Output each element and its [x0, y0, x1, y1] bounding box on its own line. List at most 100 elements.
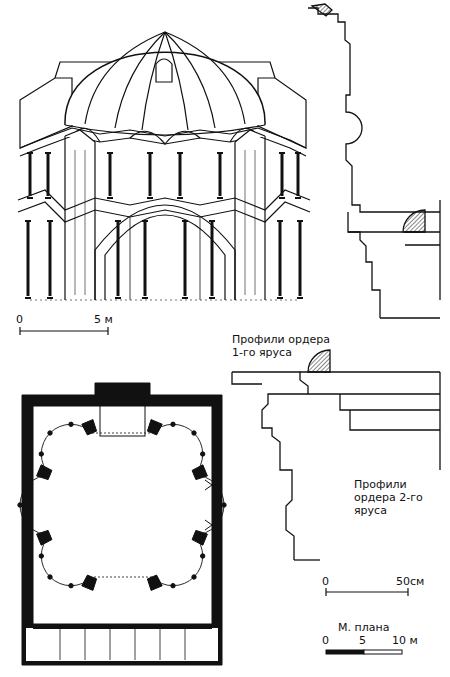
column-capital: [217, 152, 223, 154]
scale-bar: [326, 588, 408, 596]
exedra: [152, 535, 203, 586]
caption-label: Профили ордера 2-го яруса: [354, 478, 436, 517]
order-profile: [308, 4, 440, 318]
column-base: [277, 297, 283, 299]
column-base: [115, 297, 121, 299]
column-base: [209, 297, 215, 299]
column-base: [45, 197, 51, 199]
exedra: [41, 535, 92, 586]
column-base: [47, 297, 53, 299]
column: [219, 154, 222, 196]
column: [29, 154, 32, 196]
column-capital: [182, 220, 188, 222]
column-dot: [222, 503, 226, 507]
pier: [82, 575, 97, 590]
column: [211, 222, 214, 296]
column-base: [107, 197, 113, 199]
pier: [37, 465, 52, 480]
colonnade: [92, 577, 152, 578]
column: [47, 154, 50, 196]
pier: [82, 420, 97, 435]
column-base: [279, 197, 285, 199]
column-dot: [39, 452, 43, 456]
column-dot: [27, 482, 31, 486]
column-capital: [297, 220, 303, 222]
column: [297, 154, 300, 196]
column-capital: [115, 220, 121, 222]
column: [109, 154, 112, 196]
column-capital: [279, 152, 285, 154]
column: [144, 222, 147, 296]
scale-bar: [326, 650, 402, 654]
floor-plan: [18, 383, 226, 665]
column-dot: [18, 503, 22, 507]
column-dot: [200, 554, 204, 558]
column-base: [27, 197, 33, 199]
column-dot: [27, 524, 31, 528]
column-capital: [147, 152, 153, 154]
scale-label: 10 м: [392, 634, 436, 647]
column-dot: [69, 583, 73, 587]
column: [149, 154, 152, 196]
column-base: [182, 297, 188, 299]
column-base: [217, 197, 223, 199]
colonnade: [92, 433, 152, 434]
axonometric-view: [18, 32, 310, 300]
column-dot: [171, 583, 175, 587]
column-base: [295, 197, 301, 199]
column-base: [297, 297, 303, 299]
column-dot: [200, 452, 204, 456]
column-capital: [142, 220, 148, 222]
column-capital: [209, 220, 215, 222]
column-capital: [295, 152, 301, 154]
column: [179, 154, 182, 196]
exedra: [41, 424, 92, 475]
column-base: [177, 197, 183, 199]
scale-label: 0: [322, 575, 342, 588]
column-capital: [277, 220, 283, 222]
pier: [147, 420, 162, 435]
column-dot: [48, 431, 52, 435]
column: [117, 222, 120, 296]
column-capital: [27, 152, 33, 154]
scale-label: 0: [322, 634, 342, 647]
column-capital: [107, 152, 113, 154]
column-base: [25, 297, 31, 299]
column-dot: [213, 524, 217, 528]
column: [49, 222, 52, 296]
caption-label: М. плана: [338, 621, 418, 634]
order-profile: [232, 350, 440, 560]
column-base: [142, 297, 148, 299]
column: [299, 222, 302, 296]
column: [279, 222, 282, 296]
column: [281, 154, 284, 196]
scale-label: 5: [359, 634, 379, 647]
scale-label: 50см: [396, 575, 440, 588]
scale-label: 5 м: [94, 313, 134, 326]
column-dot: [48, 575, 52, 579]
pier: [192, 530, 207, 545]
column-dot: [192, 575, 196, 579]
exedra: [152, 424, 203, 475]
scale-bar: [20, 327, 108, 335]
caption-label: Профили ордера 1-го яруса: [232, 333, 332, 359]
pier: [37, 530, 52, 545]
pier: [192, 465, 207, 480]
column-capital: [25, 220, 31, 222]
column-dot: [39, 554, 43, 558]
exedra: [20, 475, 50, 535]
column-dot: [213, 482, 217, 486]
column-dot: [69, 422, 73, 426]
column: [27, 222, 30, 296]
column-capital: [177, 152, 183, 154]
exedra: [194, 475, 224, 535]
scale-label: 0: [16, 313, 46, 326]
pier: [147, 575, 162, 590]
column-dot: [171, 422, 175, 426]
column-dot: [192, 431, 196, 435]
column-capital: [45, 152, 51, 154]
column: [184, 222, 187, 296]
column-base: [147, 197, 153, 199]
